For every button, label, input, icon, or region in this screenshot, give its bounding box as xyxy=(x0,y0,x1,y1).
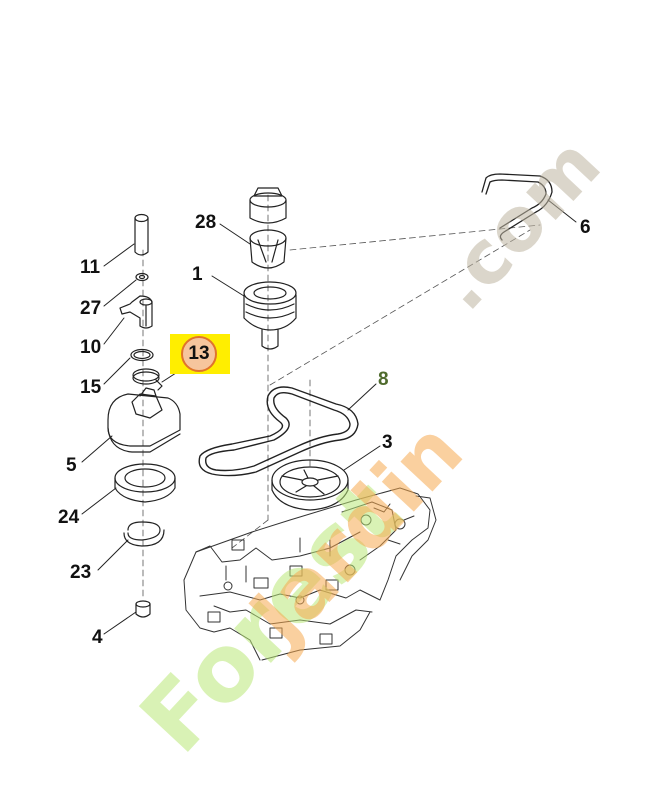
callout-13: 13 xyxy=(181,336,217,372)
part-3-wheel xyxy=(271,459,349,511)
callout-28: 28 xyxy=(195,212,217,233)
callout-24: 24 xyxy=(58,507,80,528)
callout-27: 27 xyxy=(80,298,102,319)
part-15-ring xyxy=(130,348,154,362)
part-1-pulley xyxy=(243,281,297,350)
callout-23: 23 xyxy=(70,562,92,583)
part-11-shaft xyxy=(134,213,149,256)
callout-15: 15 xyxy=(80,377,102,398)
part-10-bracket xyxy=(119,295,153,329)
callout-11: 11 xyxy=(80,257,101,278)
part-28-cap xyxy=(249,187,287,269)
callout-6: 6 xyxy=(580,217,591,238)
part-23-circlip xyxy=(123,521,165,547)
leader-lines xyxy=(81,199,577,635)
part-24-seal xyxy=(114,463,176,503)
callout-4: 4 xyxy=(92,627,103,648)
callout-8: 8 xyxy=(378,369,389,390)
callout-10: 10 xyxy=(80,337,102,358)
part-6-wire xyxy=(481,173,553,241)
callout-1: 1 xyxy=(192,264,203,285)
part-5-housing xyxy=(107,387,181,453)
mower-frame xyxy=(183,487,437,661)
part-13-spring xyxy=(132,368,163,391)
callout-3: 3 xyxy=(382,432,393,453)
callout-5: 5 xyxy=(66,455,77,476)
part-4-bushing xyxy=(135,600,151,618)
part-8-belt xyxy=(198,386,359,477)
assembly-guide-lines xyxy=(142,194,541,601)
part-27-washer xyxy=(135,272,149,282)
